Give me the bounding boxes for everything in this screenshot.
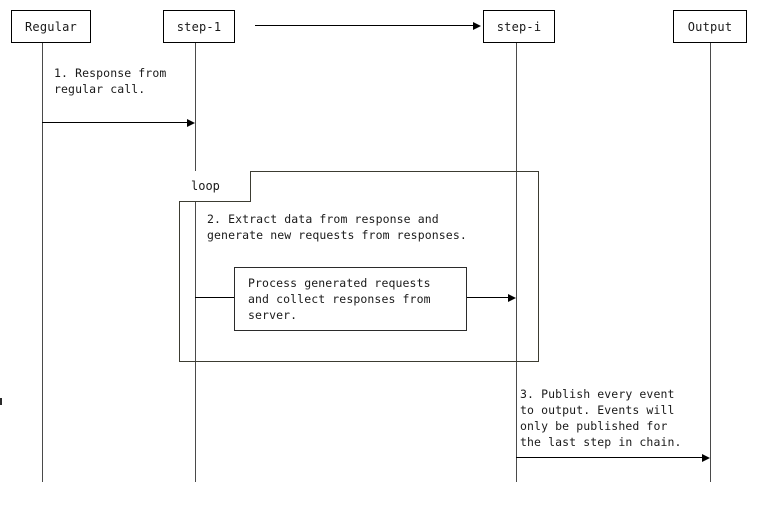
loop-fragment-tab-label: loop <box>191 179 220 193</box>
loop-fragment-tab[interactable]: loop <box>179 171 251 202</box>
message-3-arrow-line <box>516 457 703 458</box>
participant-box-output[interactable]: Output <box>673 10 747 43</box>
participant-label-step-1: step-1 <box>176 19 222 34</box>
message-3-arrow-head <box>702 453 710 462</box>
lifeline-step-i <box>516 43 517 482</box>
message-3-label: 3. Publish every event to output. Events… <box>520 387 682 449</box>
header-chain-arrow-head <box>473 21 481 30</box>
header-chain-arrow-line <box>255 25 475 26</box>
message-1-arrow-line <box>42 122 188 123</box>
participant-label-step-i: step-i <box>496 19 542 34</box>
message-1-label: 1. Response from regular call. <box>54 66 167 96</box>
participant-box-step-i[interactable]: step-i <box>483 10 555 43</box>
loop-fragment-frame <box>179 171 539 362</box>
participant-box-step-1[interactable]: step-1 <box>163 10 235 43</box>
lifeline-step-1 <box>195 43 196 482</box>
lifeline-regular <box>42 43 43 482</box>
edge-artifact-mark <box>0 398 2 405</box>
participant-box-regular[interactable]: Regular <box>11 10 91 43</box>
message-1-arrow-head <box>187 118 195 127</box>
message-2-arrow-head <box>508 293 516 302</box>
loop-fragment-body-text: 2. Extract data from response and genera… <box>207 212 467 242</box>
message-2-note-box: Process generated requests and collect r… <box>234 267 467 331</box>
participant-label-output: Output <box>687 19 733 34</box>
participant-label-regular: Regular <box>25 19 77 34</box>
lifeline-output <box>710 43 711 482</box>
